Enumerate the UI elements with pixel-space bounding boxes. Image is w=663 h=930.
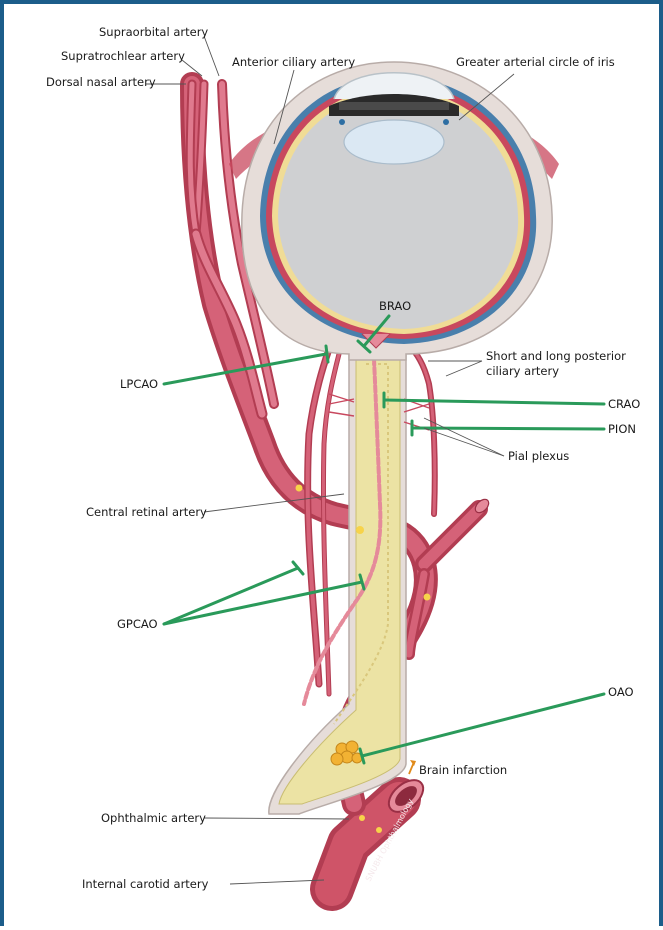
label-brao: BRAO — [379, 299, 411, 313]
label-pion: PION — [608, 422, 636, 436]
label-posterior-ciliary-line2: ciliary artery — [486, 364, 559, 378]
label-dorsal-nasal-artery: Dorsal nasal artery — [46, 75, 156, 89]
label-internal-carotid-artery: Internal carotid artery — [82, 877, 209, 891]
label-lpcao: LPCAO — [120, 377, 158, 391]
label-greater-arterial-circle: Greater arterial circle of iris — [456, 55, 615, 69]
label-central-retinal-artery: Central retinal artery — [86, 505, 207, 519]
anatomy-diagram: Supraorbital artery Supratrochlear arter… — [4, 4, 663, 930]
label-brain-infarction: Brain infarction — [419, 763, 507, 777]
label-pial-plexus: Pial plexus — [508, 449, 569, 463]
label-oao: OAO — [608, 685, 634, 699]
label-posterior-ciliary-line1: Short and long posterior — [486, 349, 626, 363]
label-gpcao: GPCAO — [117, 617, 158, 631]
label-anterior-ciliary-artery: Anterior ciliary artery — [232, 55, 355, 69]
eyeball — [229, 62, 559, 360]
label-ophthalmic-artery: Ophthalmic artery — [101, 811, 206, 825]
label-supratrochlear-artery: Supratrochlear artery — [61, 49, 185, 63]
label-supraorbital-artery: Supraorbital artery — [99, 25, 208, 39]
label-crao: CRAO — [608, 397, 640, 411]
